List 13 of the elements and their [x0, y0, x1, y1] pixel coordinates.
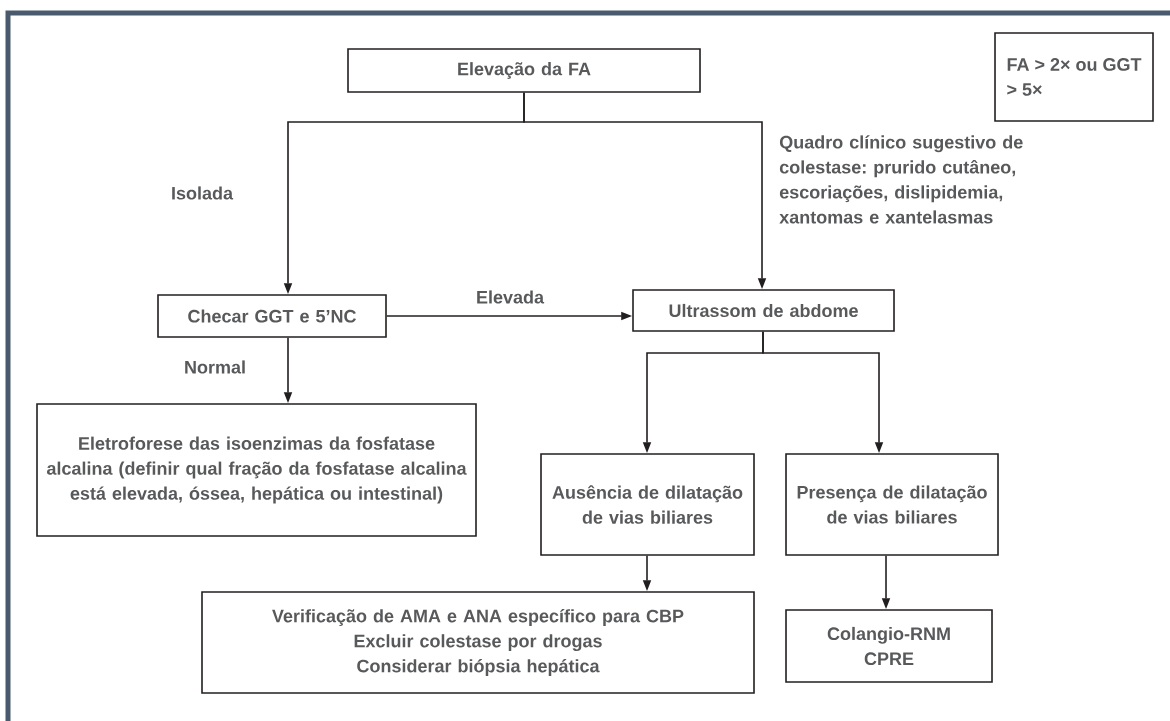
process-box: Verificação de AMA e ANA específico para CBP Excluir colestase por drogas Considerar biópsia hepática	[201, 591, 755, 694]
edge-label: Quadro clínico sugestivo de colestase: prurido cutâneo, escoriações, dislipidemia, xantomas e xantelasmas	[779, 135, 1023, 224]
edge-label: Normal	[185, 360, 245, 374]
process-box: Eletroforese das isoenzimas da fosfatase alcalina (definir qual fração da fosfatase alcalina está elevada, óssea, hepática ou intestinal)	[36, 403, 477, 537]
process-box: Elevação da FA	[347, 48, 701, 93]
edge-label: Isolada	[172, 186, 234, 200]
process-box: Presença de dilatação de vias biliares	[785, 453, 999, 556]
process-box: Ausência de dilatação de vias biliares	[540, 453, 755, 556]
process-box: Ultrassom de abdome	[632, 289, 895, 332]
process-box: Checar GGT e 5’NC	[157, 294, 387, 338]
process-box: Colangio-RNM CPRE	[785, 609, 993, 683]
note-box: FA > 2× ou GGT > 5×	[994, 32, 1154, 122]
edge-label: Elevada	[477, 290, 545, 304]
